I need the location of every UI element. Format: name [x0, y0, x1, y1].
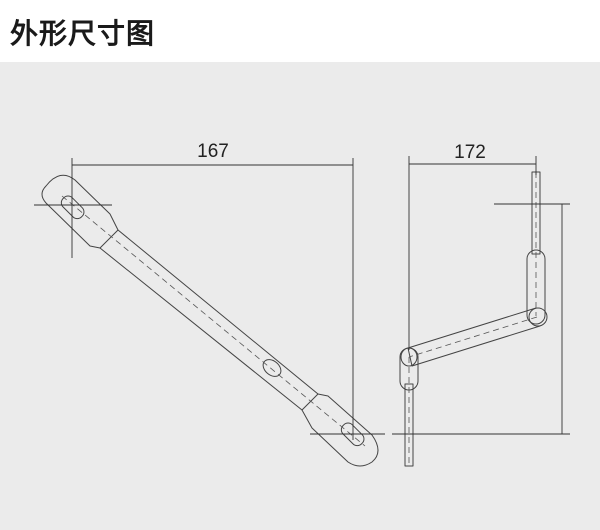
left-lower-slot	[340, 422, 365, 447]
left-upper-slot	[60, 195, 85, 220]
cranked-link-part	[399, 171, 548, 467]
right-diagonal-tube	[407, 307, 541, 367]
left-lower-end-plate	[301, 393, 379, 467]
left-rod	[99, 229, 319, 411]
drawing-area	[0, 62, 600, 530]
left-dimension-label: 167	[197, 141, 229, 162]
page-title: 外形尺寸图	[10, 17, 156, 50]
right-upper-tube	[526, 249, 546, 325]
straight-link-part	[41, 174, 379, 467]
right-bottom-tab	[404, 383, 414, 467]
left-upper-end-plate	[41, 174, 119, 249]
left-center-line	[61, 195, 366, 447]
right-diagonal-center-line	[408, 316, 538, 358]
right-upper-elbow	[528, 307, 548, 327]
page-header: 外形尺寸图	[0, 0, 600, 62]
left-rod-joint	[262, 359, 282, 377]
right-dimension-label: 172	[454, 142, 486, 163]
